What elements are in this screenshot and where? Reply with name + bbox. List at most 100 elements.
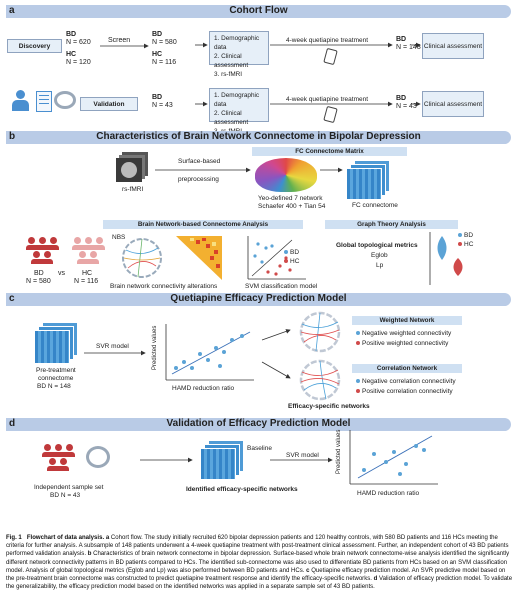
- baseline-label: Baseline: [247, 445, 272, 452]
- bd-label-2: BD: [152, 31, 163, 38]
- step-3: 3. rs-fMRI: [214, 71, 243, 78]
- corr-neg-text: Negative correlation connectivity: [362, 378, 456, 385]
- legend-hc-text: HC: [290, 258, 300, 265]
- efficacy-label: Efficacy-specific networks: [288, 403, 370, 410]
- treatment-label-2: 4-week quetiapine treatment: [286, 96, 369, 103]
- caption-c: c: [306, 567, 310, 574]
- people-icon: [42, 444, 78, 472]
- scatter-plot-icon: Predicted values: [152, 324, 254, 381]
- hc-count: N = 116: [74, 278, 99, 285]
- rsfmri-label: rs-fMRI: [122, 186, 144, 193]
- assessment-steps-box: 1. Demographic data 2. Clinical assessme…: [209, 31, 269, 78]
- people-icon: [26, 237, 62, 265]
- section-title: Quetiapine Efficacy Prediction Model: [170, 293, 347, 304]
- caption-text-c: Quetiapine efficacy prediction model. An…: [6, 567, 506, 583]
- gt-hc-text: HC: [464, 241, 474, 248]
- bd-label: BD: [34, 270, 44, 277]
- pretreat-label-3: BD N = 148: [37, 383, 71, 390]
- hamd-label-d: HAMD reduction ratio: [357, 490, 420, 497]
- step-2: 2. Clinical assessment: [214, 110, 249, 126]
- caption-d: d: [373, 576, 378, 583]
- bn-analysis-pill: Brain Network-based Connectome Analysis: [103, 220, 303, 229]
- brain-icon: [255, 158, 317, 192]
- document-icon: [36, 91, 52, 112]
- validation-label: Validation: [93, 100, 125, 108]
- bn-alterations-label: Brain network connectivity alterations: [110, 283, 218, 290]
- validation-box: Validation: [80, 97, 138, 111]
- clinical-label-2: Clinical assessment: [423, 100, 483, 108]
- heatmap-matrix-icon: [176, 236, 222, 280]
- matrix-icon: [200, 440, 244, 480]
- predicted-axis-label-d: Predicted values: [336, 430, 342, 474]
- discovery-label: Discovery: [18, 42, 51, 50]
- corr-pos-text: Positive correlation connectivity: [362, 388, 453, 395]
- step-2: 2. Clinical assessment: [214, 53, 249, 69]
- step-1: 1. Demographic data: [214, 35, 260, 51]
- hc-count-1: N = 120: [66, 59, 91, 66]
- chord-diagram-icon: [299, 311, 341, 353]
- corr-neg: Negative correlation connectivity: [356, 378, 456, 386]
- section-letter: d: [9, 418, 16, 429]
- independent-label-1: Independent sample set: [34, 484, 104, 491]
- matrix-icon: [34, 322, 78, 364]
- section-c-arrows: [84, 329, 291, 379]
- section-a-arrows: [100, 42, 421, 107]
- bd-label-4: BD: [152, 94, 163, 101]
- pretreat-label-2: connectome: [38, 375, 74, 382]
- bd-count-4: N = 43: [152, 102, 173, 109]
- independent-label-2: BD N = 43: [50, 492, 81, 499]
- lp-label: Lp: [376, 262, 384, 269]
- section-b-banner: b Characteristics of Brain Network Conne…: [6, 131, 511, 144]
- bd-count: N = 580: [26, 278, 51, 285]
- clinical-label: Clinical assessment: [423, 42, 483, 50]
- matrix-icon: [346, 160, 390, 200]
- vs-label: vs: [58, 270, 65, 277]
- hc-label-1: HC: [66, 51, 77, 58]
- weighted-pos-text: Positive weighted connectivity: [362, 340, 449, 347]
- scatter-plot-icon: Predicted values: [336, 430, 438, 485]
- identified-label: Identified efficacy-specific networks: [186, 486, 298, 493]
- section-d-arrows: [140, 457, 333, 463]
- weighted-neg: Negative weighted connectivity: [356, 330, 451, 338]
- surface-label-1: Surface-based: [178, 158, 221, 165]
- yeo-label-2: Schaefer 400 + Tian 54: [258, 203, 326, 210]
- weighted-pos: Positive weighted connectivity: [356, 340, 448, 348]
- chord-diagram-icon: [122, 238, 162, 278]
- hc-count-2: N = 116: [152, 59, 177, 66]
- step-1: 1. Demographic data: [214, 92, 260, 108]
- section-title: Cohort Flow: [229, 5, 288, 16]
- caption-label: Fig. 1: [6, 535, 22, 541]
- pretreat-label-1: Pre-treatment: [36, 367, 76, 374]
- bd-count-2: N = 580: [152, 39, 177, 46]
- predicted-axis-label: Predicted values: [152, 326, 158, 370]
- section-b-arrows: [155, 167, 343, 173]
- caption-text-d: Validation of efficacy prediction model.…: [6, 576, 513, 591]
- mri-scanner-icon: [86, 446, 110, 468]
- chord-diagram-icon: [299, 359, 341, 401]
- hamd-label: HAMD reduction ratio: [172, 385, 235, 392]
- doctor-icon: [10, 90, 32, 112]
- discovery-box: Discovery: [7, 39, 62, 53]
- svr-label: SVR model: [96, 343, 129, 350]
- gt-analysis-pill: Graph Theory Analysis: [325, 220, 458, 229]
- screen-label: Screen: [108, 37, 131, 44]
- surface-label-2: preprocessing: [178, 176, 219, 183]
- clinical-assessment-box: Clinical assessment: [422, 33, 484, 59]
- violin-plot-icon: [429, 232, 463, 285]
- scatter-plot-icon: [247, 236, 306, 280]
- bd-label-1: BD: [66, 31, 77, 38]
- section-title: Characteristics of Brain Network Connect…: [96, 131, 421, 142]
- nbs-label: NBS: [112, 234, 126, 241]
- section-c-banner: c Quetiapine Efficacy Prediction Model: [6, 293, 511, 306]
- svm-label: SVM classification model: [245, 283, 318, 290]
- section-title: Validation of Efficacy Prediction Model: [166, 418, 351, 429]
- weighted-neg-text: Negative weighted connectivity: [362, 330, 452, 337]
- section-letter: a: [9, 5, 15, 16]
- section-letter: c: [9, 293, 15, 304]
- people-icon: [72, 237, 108, 265]
- fc-connectome-label: FC connectome: [352, 202, 398, 209]
- bd-label-3: BD: [396, 36, 407, 43]
- caption-a: a: [105, 535, 110, 541]
- assessment-steps-box-2: 1. Demographic data 2. Clinical assessme…: [209, 88, 269, 135]
- yeo-label-1: Yeo-defined 7 network: [258, 195, 323, 202]
